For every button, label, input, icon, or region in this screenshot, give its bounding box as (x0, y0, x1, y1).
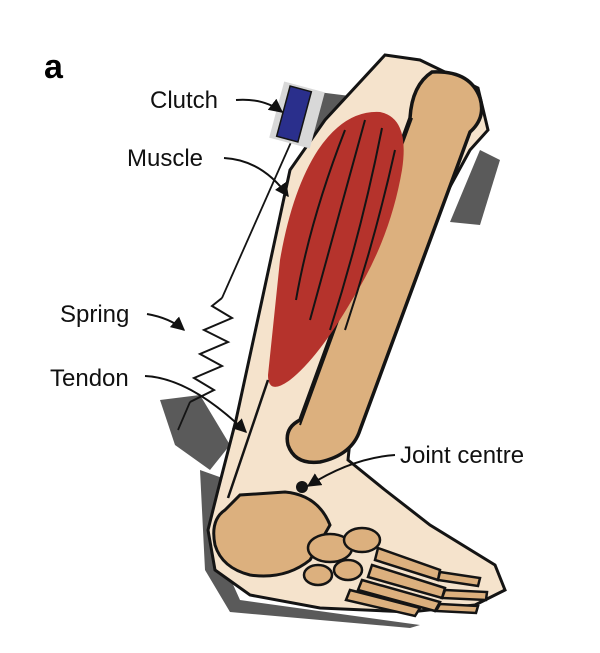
exo-cable (221, 139, 293, 299)
label-spring: Spring (60, 301, 129, 328)
label-joint-centre: Joint centre (400, 442, 524, 469)
joint-centre-marker (296, 481, 308, 493)
heel-bone (212, 490, 332, 578)
spring (189, 297, 235, 403)
clutch (269, 81, 325, 149)
label-leaders (144, 98, 396, 487)
panel-label: a (44, 48, 64, 86)
calf-muscle (268, 111, 404, 387)
muscle-fibres (295, 119, 396, 331)
foot-bones (302, 526, 489, 618)
label-tendon: Tendon (50, 365, 129, 392)
tendon (226, 379, 270, 499)
label-muscle: Muscle (127, 145, 203, 172)
label-clutch: Clutch (150, 87, 218, 114)
spring-lower-cable (177, 401, 191, 431)
